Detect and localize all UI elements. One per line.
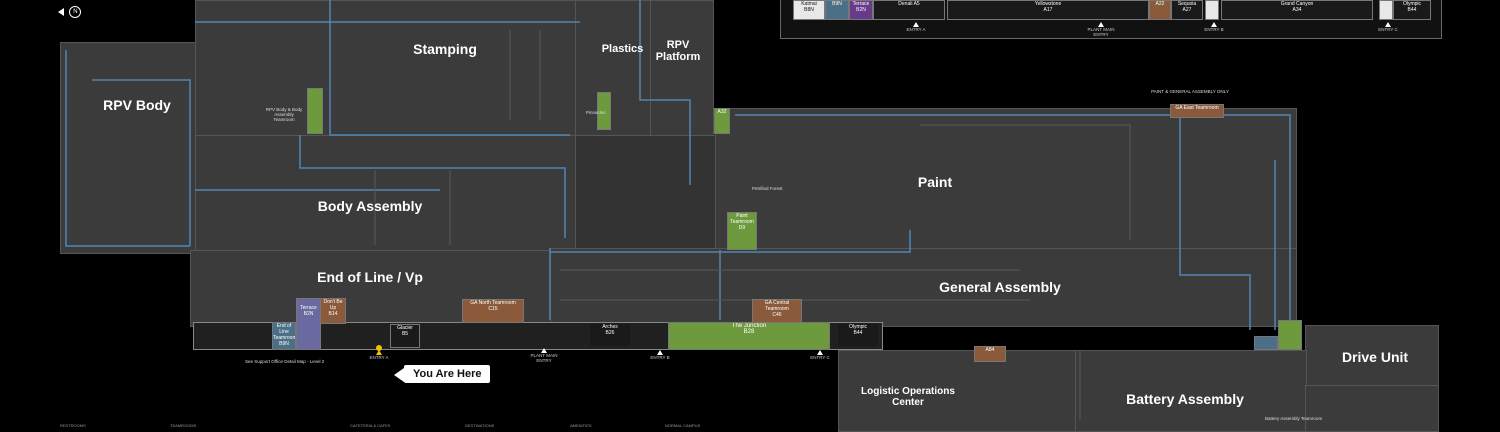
label-rpv-platform: RPV Platform: [655, 39, 701, 64]
label-body-assembly: Body Assembly: [317, 198, 423, 214]
label-battery-assembly: Battery Assembly: [1126, 391, 1244, 407]
compass-label: N: [69, 5, 82, 18]
label-general-assembly: General Assembly: [939, 279, 1061, 295]
support-office-note[interactable]: See Support Office Detail Map - Level 2: [245, 359, 325, 364]
entry-a[interactable]: ENTRY A: [366, 350, 392, 361]
label-drive-unit: Drive Unit: [1341, 349, 1409, 365]
label-logistic-ops: Logistic Operations Center: [861, 386, 955, 408]
room-eol-teamroom[interactable]: B9N: [825, 0, 849, 20]
legend-amenities: AMENITIES: [570, 423, 592, 428]
room-rpv-platform-teamroom[interactable]: A32: [714, 108, 730, 134]
label-rpv-body: RPV Body: [103, 97, 171, 113]
zone-general-assembly[interactable]: [550, 248, 1297, 327]
you-are-here-label: You Are Here: [393, 365, 491, 383]
zone-rpv-body[interactable]: [60, 42, 197, 254]
pinnacles-label: Pinnacles: [586, 110, 606, 115]
legend-restrooms: RESTROOMS: [60, 423, 86, 428]
entry-c[interactable]: ENTRY C: [808, 350, 832, 361]
zone-paint[interactable]: [715, 108, 1297, 250]
top-entry-a[interactable]: ENTRY A: [901, 22, 931, 33]
room-ga-west-teamroom[interactable]: A84: [974, 346, 1006, 362]
zone-drive-unit[interactable]: [1305, 325, 1439, 387]
room-born-to-run[interactable]: A22: [1149, 0, 1171, 20]
petrified-forest-label: Petrified Forest: [752, 186, 783, 191]
room-battery-east[interactable]: [1254, 336, 1278, 350]
paint-only-tag: PAINT & GENERAL ASSEMBLY ONLY: [1151, 89, 1229, 94]
legend-teamrooms: TEAMROOMS: [170, 423, 197, 428]
zone-plastics[interactable]: [575, 0, 652, 137]
plant-main-entry[interactable]: PLANT MAIN ENTRY: [530, 348, 558, 364]
room-restroom-top: [1205, 0, 1219, 20]
label-stamping: Stamping: [413, 41, 477, 57]
top-entry-b[interactable]: ENTRY B: [1199, 22, 1229, 33]
top-entry-c[interactable]: ENTRY C: [1373, 22, 1403, 33]
you-are-here-dot: [376, 345, 382, 351]
battery-teamroom-label: Battery Assembly Teamroom: [1265, 416, 1323, 421]
legend-destinations: DESTINATIONS: [465, 423, 495, 428]
north-arrow-icon: [58, 7, 64, 16]
room-rpv-body-teamroom[interactable]: [307, 88, 323, 134]
label-plastics: Plastics: [601, 43, 644, 55]
label-paint: Paint: [917, 174, 953, 190]
room-battery-teamroom[interactable]: [1278, 320, 1302, 350]
legend-normal-campus: NORMAL CAMPUS: [665, 423, 701, 428]
room-stamping-teamroom[interactable]: [597, 92, 611, 130]
room-ga-east-teamroom[interactable]: GA East Teamroom: [1170, 104, 1224, 118]
room-denali[interactable]: Denali A5: [873, 0, 945, 20]
zone-battery-assembly[interactable]: [1075, 350, 1307, 432]
compass: N: [58, 3, 82, 21]
zone-logistic-ops[interactable]: [838, 350, 1080, 432]
label-end-of-line: End of Line / Vp: [317, 269, 423, 285]
entry-b[interactable]: ENTRY B: [648, 350, 672, 361]
zone-stamping[interactable]: [195, 0, 577, 137]
room-restroom-top-2: [1379, 0, 1393, 20]
rpv-body-teamroom-label: RPV Body & Body Assembly Teamroom: [265, 107, 303, 122]
legend-cafeteria: CAFETERIA & CAFES: [350, 423, 391, 428]
top-entry-plant[interactable]: PLANT MAIN ENTRY: [1081, 22, 1121, 38]
